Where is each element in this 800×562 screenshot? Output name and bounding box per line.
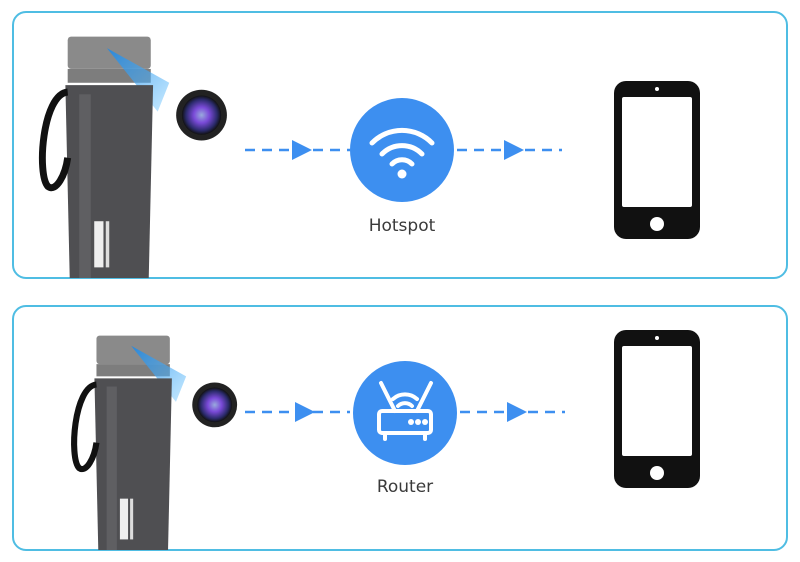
wifi-icon — [350, 98, 454, 202]
router-connection-panel — [12, 305, 788, 551]
hotspot-connection-panel — [12, 11, 788, 279]
arrow-bottle-to-router — [245, 402, 350, 422]
arrow-hotspot-to-phone — [457, 140, 562, 160]
router-label: Router — [376, 477, 434, 497]
smartphone-icon — [612, 328, 702, 490]
hotspot-label: Hotspot — [368, 216, 436, 236]
camera-bottle-image — [0, 12, 240, 278]
router-icon — [353, 361, 457, 465]
smartphone-icon — [612, 79, 702, 241]
arrow-router-to-phone — [460, 402, 565, 422]
arrow-bottle-to-hotspot — [245, 140, 350, 160]
camera-bottle-image — [30, 320, 240, 550]
